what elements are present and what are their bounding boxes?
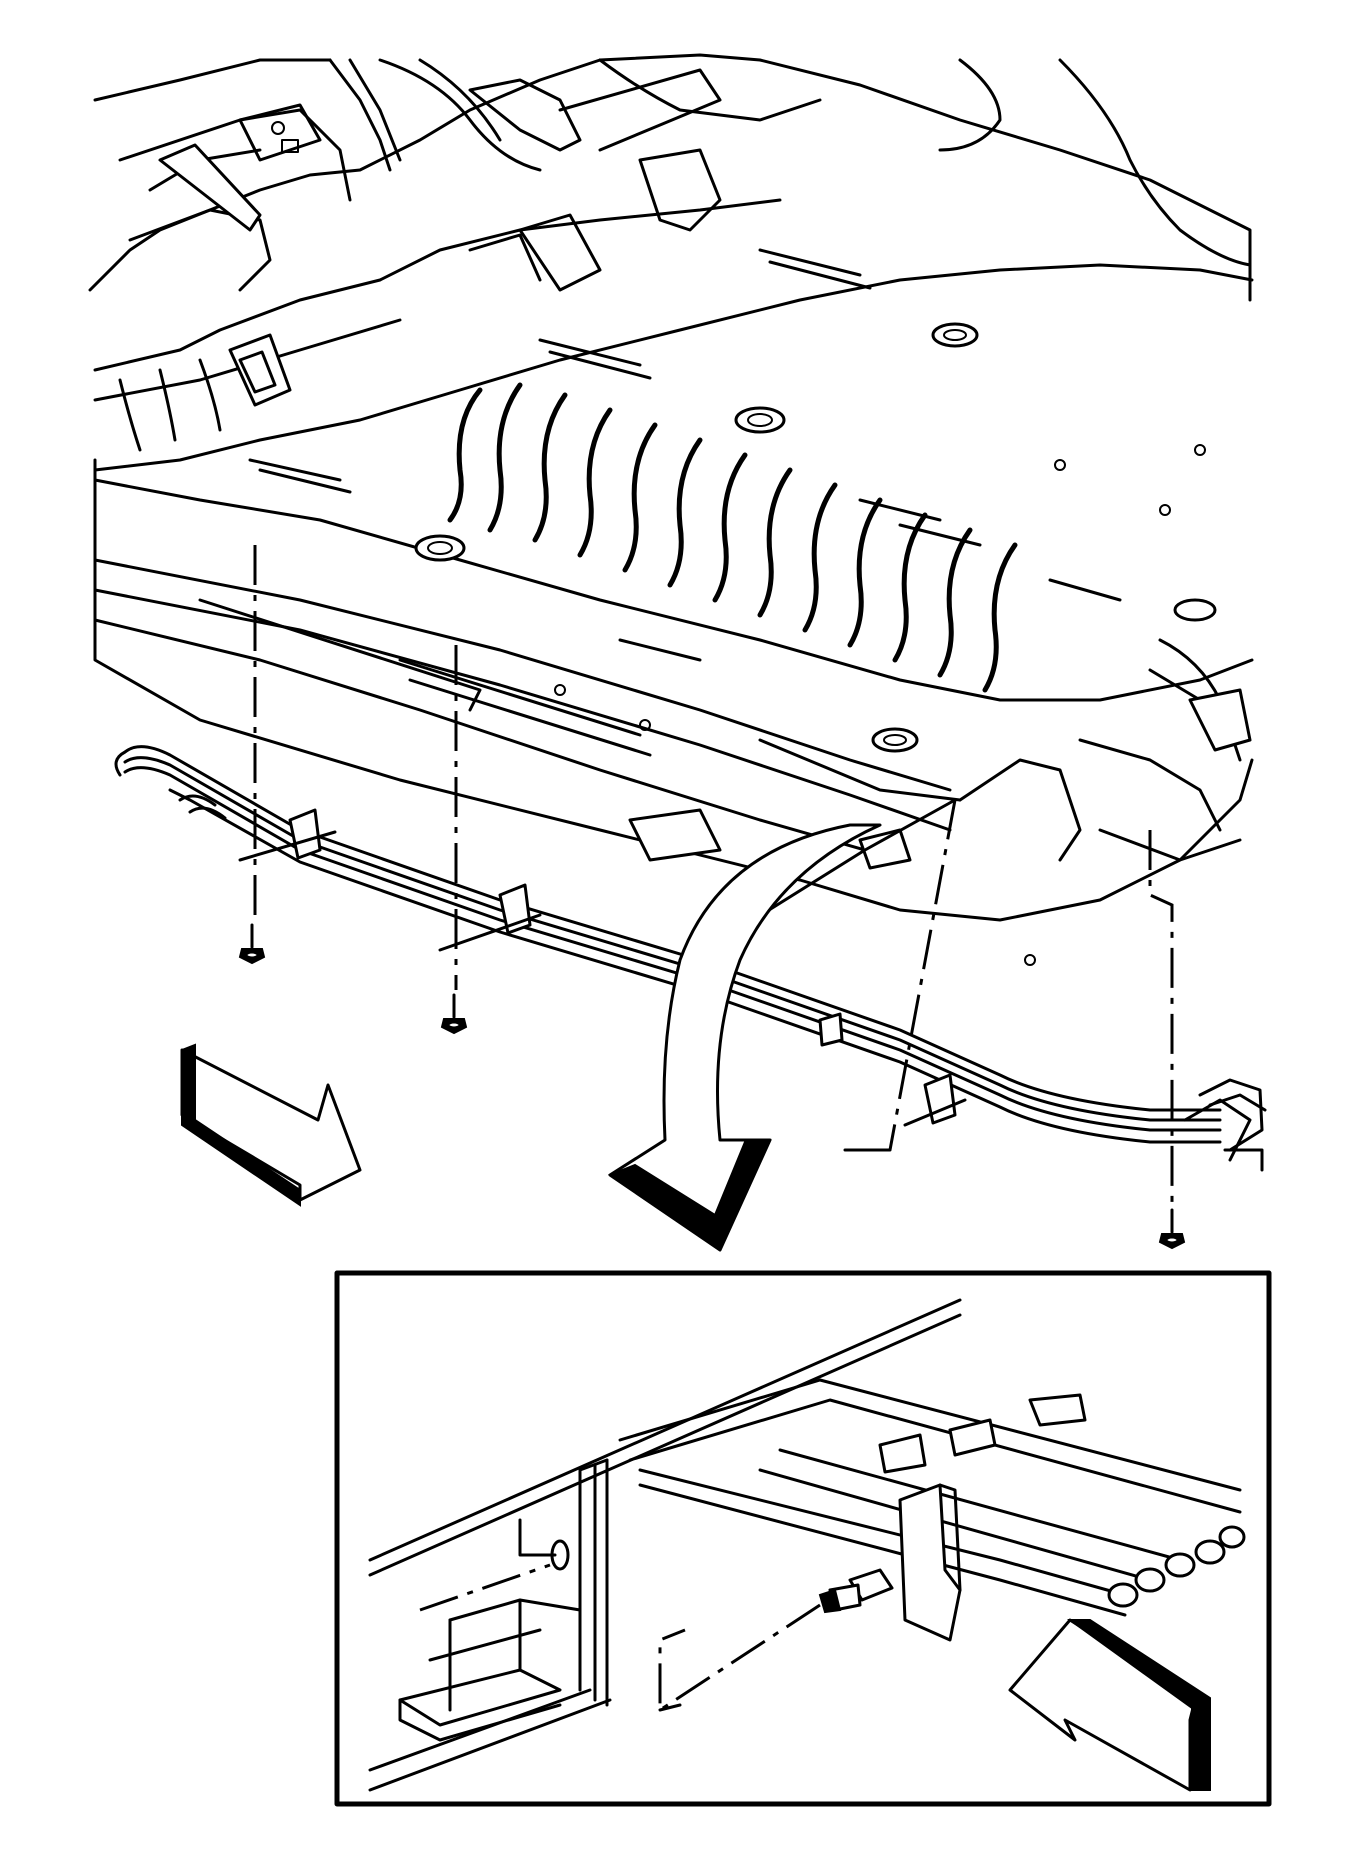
direction-arrow-icon	[180, 1043, 362, 1207]
fastener-icon	[440, 993, 468, 1035]
fastener-icon	[238, 923, 266, 965]
direction-arrow-icon	[1008, 1618, 1211, 1792]
inset-frame	[334, 1270, 1272, 1807]
detail-inset	[334, 1270, 1272, 1807]
fastener-icon	[1158, 1208, 1186, 1250]
floor-grommets	[414, 322, 1217, 966]
floor-slots	[248, 248, 1122, 662]
inset-line-bundle	[618, 1378, 1246, 1617]
line-assembly	[114, 745, 1267, 1172]
floor-ribs	[447, 382, 1018, 693]
install-line-4	[888, 799, 957, 1151]
line-clip-1	[238, 808, 337, 862]
underbody-floor-pan	[88, 53, 1254, 966]
line-clip-3	[818, 1012, 967, 1127]
install-line-3	[1148, 830, 1174, 1205]
inset-install-line	[658, 1603, 821, 1713]
fastener-group	[238, 545, 1186, 1250]
curved-callout-arrow-icon	[607, 823, 882, 1252]
pushpin-clip-icon	[818, 1483, 962, 1642]
